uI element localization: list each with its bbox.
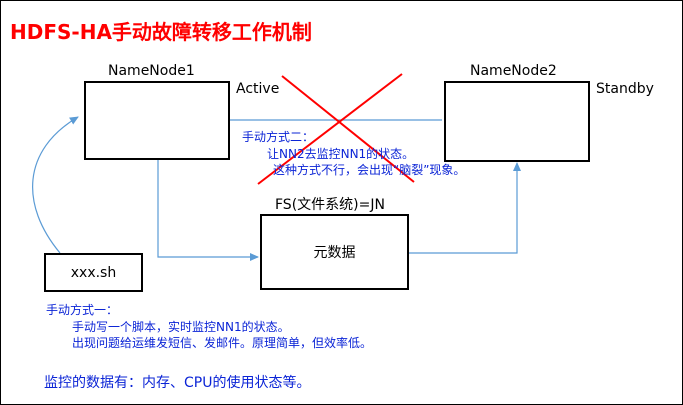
namenode1-state: Active: [236, 81, 280, 97]
namenode2-label: NameNode2: [470, 63, 557, 79]
footer-note: 监控的数据有：内存、CPU的使用状态等。: [44, 375, 311, 391]
method1-line1: 手动写一个脚本，实时监控NN1的状态。: [72, 320, 290, 334]
namenode2-state: Standby: [596, 81, 654, 97]
method2-title: 手动方式二：: [242, 130, 315, 144]
arrow-script-to-nn1: [32, 116, 79, 254]
method1-title: 手动方式一：: [46, 303, 119, 317]
script-box: xxx.sh: [44, 253, 143, 292]
cross-line-1: [257, 73, 403, 185]
namenode1-label: NameNode1: [108, 63, 195, 79]
arrow-fs-to-nn2: [409, 162, 521, 254]
arrow-nn1-to-fs: [157, 160, 259, 261]
method1-line2: 出现问题给运维发短信、发邮件。原理简单，但效率低。: [72, 336, 373, 350]
script-name: xxx.sh: [70, 264, 117, 281]
cross-line-2: [281, 75, 415, 183]
metadata-text: 元数据: [313, 245, 356, 261]
namenode2-box: [444, 81, 590, 162]
fs-box: 元数据: [260, 214, 409, 290]
method2-line1: 让NN2去监控NN1的状态。: [267, 147, 415, 161]
namenode1-box: [84, 81, 230, 160]
diagram-title: HDFS-HA手动故障转移工作机制: [10, 20, 312, 44]
fs-label: FS(文件系统)=JN: [275, 197, 385, 213]
method2-line2: 这种方式不行，会出现“脑裂”现象。: [273, 163, 466, 177]
